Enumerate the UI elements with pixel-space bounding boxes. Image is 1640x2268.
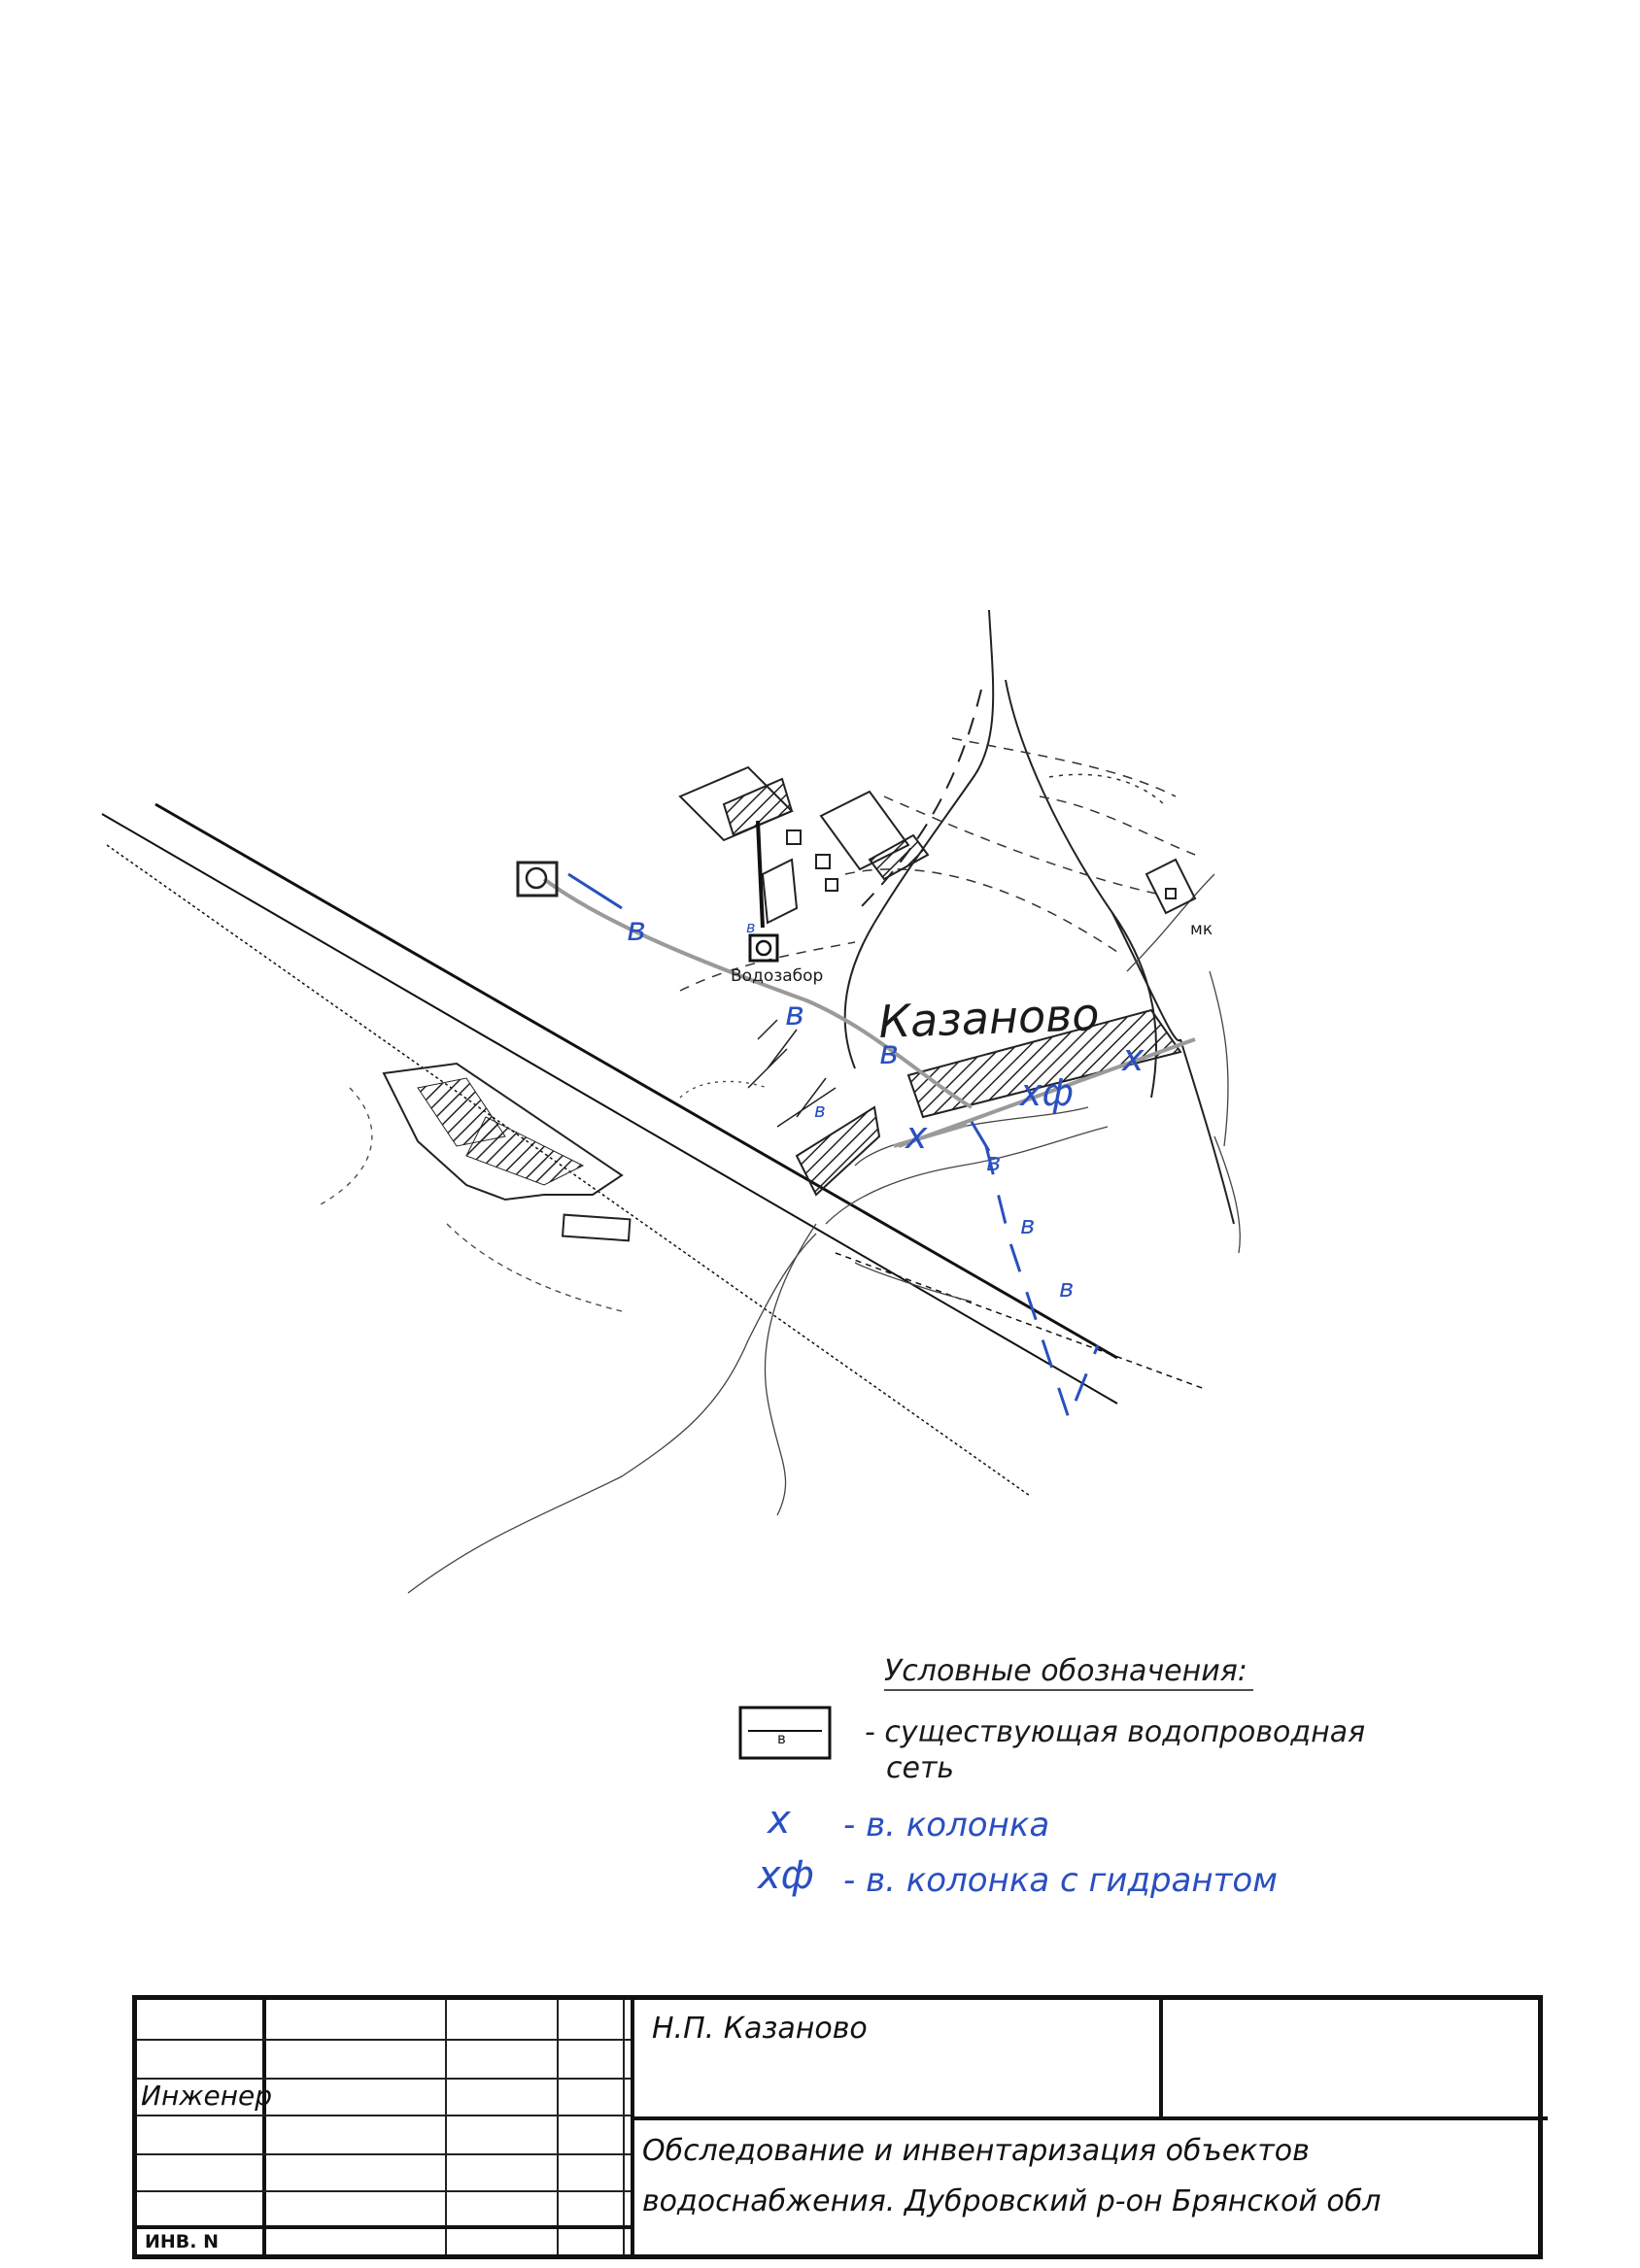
pipe-mark: в [785, 995, 804, 1033]
tb-divider [137, 2039, 631, 2041]
tb-divider [1159, 2000, 1163, 2116]
water-columns: х х хф [905, 1036, 1145, 1157]
pipe-mark: в [627, 910, 646, 949]
reservoir-icon [516, 861, 559, 897]
main-road [101, 802, 1206, 1497]
legend-network-text: - существующая водопроводная [865, 1715, 1365, 1749]
houses [678, 765, 1197, 1128]
village-strip [795, 1008, 1182, 1197]
legend-network-symbol-label: в [777, 1730, 786, 1747]
pipe-marks: в в в в в в в в [567, 872, 1100, 1423]
description-line-2: водоснабжения. Дубровский р-он Брянской … [642, 2184, 1382, 2218]
tb-divider [137, 2225, 631, 2229]
intake-label: Водозабор [731, 966, 823, 986]
legend-hydrant-text: - в. колонка с гидрантом [843, 1861, 1278, 1900]
intake-branch [756, 820, 765, 929]
hydrant-mark: хф [1019, 1071, 1074, 1114]
legend: Условные обозначения: в - существующая в… [738, 1654, 1365, 1900]
north-road [843, 609, 1235, 1225]
title-block: Инженер ИНВ. N Н.П. Казаново Обследовани… [132, 1995, 1548, 2259]
tb-divider [445, 2000, 447, 2254]
pipe-mark: в [879, 1033, 899, 1072]
tb-divider [557, 2000, 559, 2254]
legend-network-symbol [738, 1706, 832, 1760]
village-label: Казаново [877, 988, 1100, 1048]
engineer-label: Инженер [141, 2080, 273, 2112]
legend-hydrant-symbol: хф [756, 1853, 814, 1898]
tb-divider [262, 2000, 266, 2254]
tb-divider [137, 2078, 631, 2080]
pipe-mark: в [1059, 1274, 1074, 1303]
water-pipeline [542, 877, 1196, 1148]
legend-column-symbol: х [766, 1798, 791, 1843]
legend-title: Условные обозначения: [884, 1654, 1247, 1688]
tb-divider [137, 2153, 631, 2155]
tb-divider [631, 2116, 1548, 2120]
mk-label: мк [1190, 920, 1213, 939]
pipe-mark: в [814, 1099, 826, 1122]
settlement-name: Н.П. Казаново [652, 2012, 868, 2046]
description-line-1: Обследование и инвентаризация объектов [642, 2134, 1310, 2168]
pipe-mark: в [1020, 1211, 1035, 1240]
legend-network-text-2: сеть [886, 1751, 954, 1785]
column-mark: х [1121, 1036, 1145, 1079]
tb-divider [137, 2115, 631, 2116]
water-intake-icon [748, 933, 779, 963]
tb-divider [137, 2190, 631, 2192]
tb-divider [623, 2000, 625, 2254]
tb-divider [631, 2000, 634, 2254]
pipe-mark: в [746, 918, 755, 936]
legend-column-text: - в. колонка [843, 1806, 1049, 1845]
hatched-farm-block [382, 1062, 632, 1242]
column-mark: х [905, 1114, 928, 1157]
inv-number-label: ИНВ. N [145, 2231, 220, 2252]
